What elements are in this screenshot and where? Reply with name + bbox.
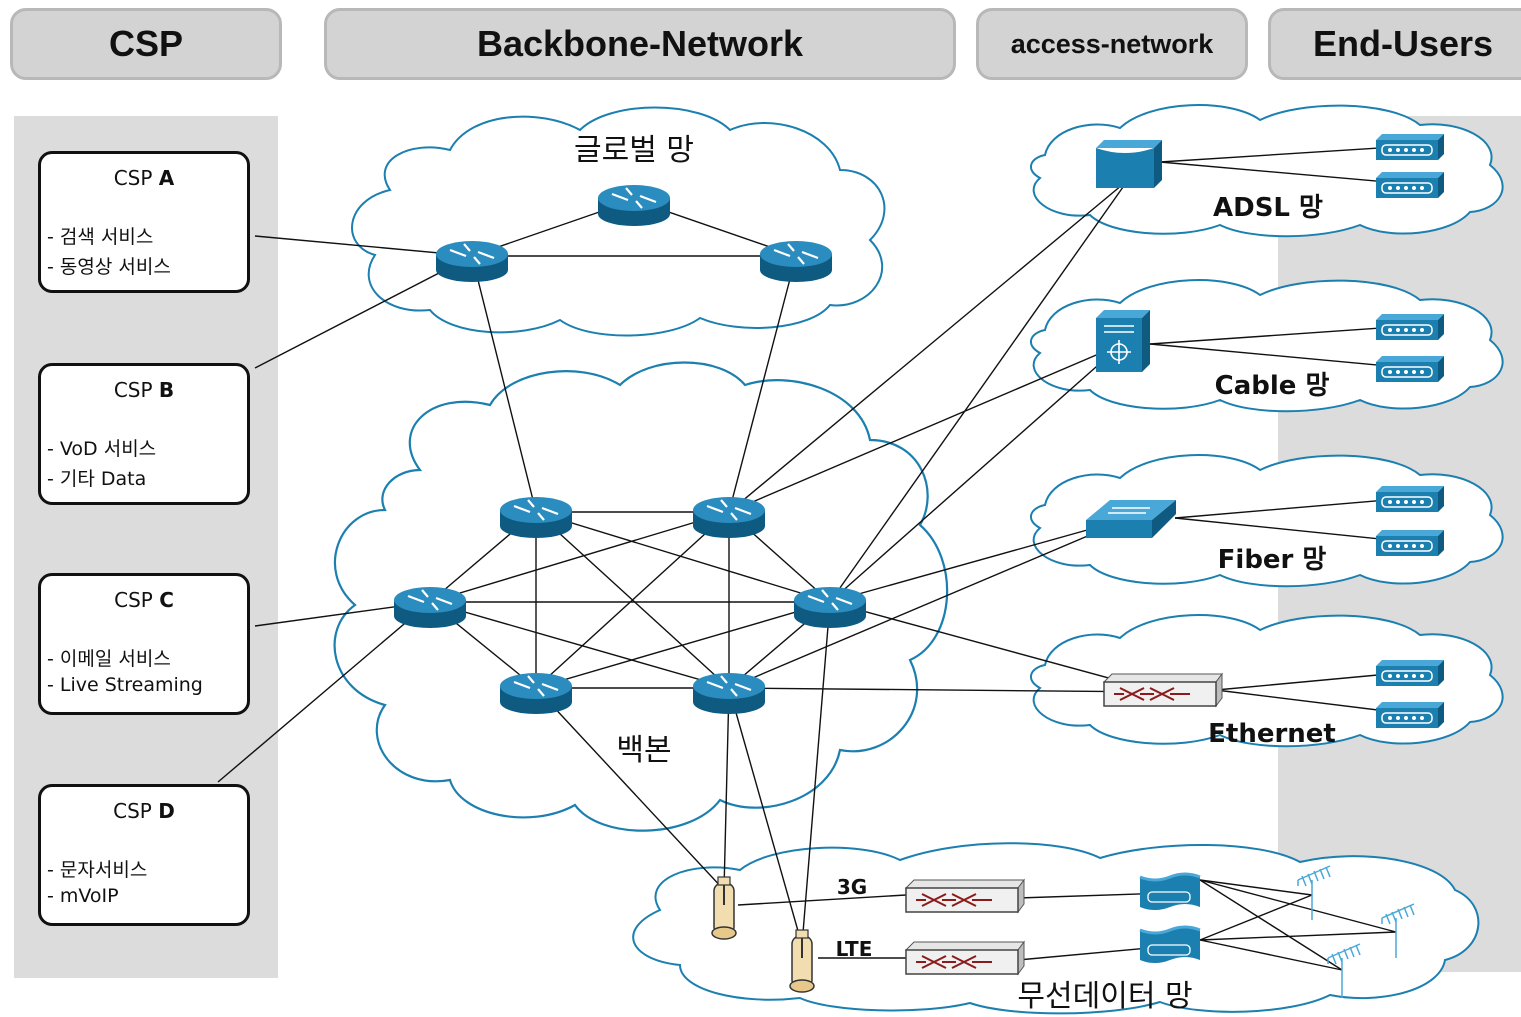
csp-c-letter: C xyxy=(159,588,174,612)
ethernet-modem-2-icon xyxy=(1375,701,1445,729)
csp-d-letter: D xyxy=(158,799,175,823)
csp-c-box: CSP C - 이메일 서비스 - Live Streaming xyxy=(38,573,250,715)
csp-a-service-1: - 검색 서비스 xyxy=(47,226,154,248)
csp-c-title: CSP C xyxy=(41,588,247,612)
csp-b-service-2: - 기타 Data xyxy=(47,468,147,490)
cable-modem-2-icon xyxy=(1375,355,1445,383)
csp-d-box: CSP D - 문자서비스 - mVoIP xyxy=(38,784,250,926)
csp-b-box: CSP B - VoD 서비스 - 기타 Data xyxy=(38,363,250,505)
ethernet-modem-1-icon xyxy=(1375,659,1445,687)
wireless-cloud xyxy=(632,842,1480,1015)
cable-switch-icon xyxy=(1096,310,1150,372)
header-csp: CSP xyxy=(10,8,282,80)
lte-tower-icon xyxy=(789,929,815,993)
csp-a-service-2: - 동영상 서비스 xyxy=(47,256,171,278)
backbone-router-4-icon xyxy=(792,585,868,630)
csp-a-title: CSP A xyxy=(41,166,247,190)
lte-gateway-icon xyxy=(905,941,1025,975)
ethernet-label: Ethernet xyxy=(1208,719,1336,749)
csp-c-prefix: CSP xyxy=(114,588,153,612)
backbone-router-3-icon xyxy=(392,585,468,630)
adsl-modem-1-icon xyxy=(1375,133,1445,161)
csp-a-box: CSP A - 검색 서비스 - 동영상 서비스 xyxy=(38,151,250,293)
adsl-modem-2-icon xyxy=(1375,171,1445,199)
csp-d-service-2: - mVoIP xyxy=(47,885,119,907)
backbone-router-5-icon xyxy=(498,671,574,716)
backbone-cloud xyxy=(333,361,949,832)
cable-label: Cable 망 xyxy=(1215,371,1330,401)
csp-b-title: CSP B xyxy=(41,378,247,402)
ethernet-switch-icon xyxy=(1103,673,1223,707)
csp-c-service-1: - 이메일 서비스 xyxy=(47,648,171,670)
csp-d-service-1: - 문자서비스 xyxy=(47,859,148,881)
global-cloud-label: 글로벌 망 xyxy=(574,133,694,168)
fiber-switch-icon xyxy=(1086,500,1176,538)
global-router-top-icon xyxy=(596,183,672,228)
fiber-modem-2-icon xyxy=(1375,529,1445,557)
header-end-users: End-Users xyxy=(1268,8,1521,80)
csp-b-letter: B xyxy=(158,378,175,402)
header-access-network: access-network xyxy=(976,8,1248,80)
wireless-cloud-label: 무선데이터 망 xyxy=(1017,979,1192,1014)
3g-tower-icon xyxy=(711,876,737,940)
adsl-label: ADSL 망 xyxy=(1213,193,1323,223)
connection-lines xyxy=(217,145,1411,971)
csp-d-prefix: CSP xyxy=(113,799,152,823)
fiber-modem-1-icon xyxy=(1375,485,1445,513)
backbone-router-6-icon xyxy=(691,671,767,716)
3g-label: 3G xyxy=(837,875,867,899)
fiber-label: Fiber 망 xyxy=(1218,545,1327,575)
global-router-left-icon xyxy=(434,239,510,284)
csp-a-letter: A xyxy=(158,166,175,190)
dslam-icon xyxy=(1096,140,1162,188)
csp-c-service-2: - Live Streaming xyxy=(47,674,203,696)
csp-d-title: CSP D xyxy=(41,799,247,823)
3g-gateway-icon xyxy=(905,879,1025,913)
csp-b-prefix: CSP xyxy=(113,378,153,402)
header-backbone-network: Backbone-Network xyxy=(324,8,956,80)
backbone-router-2-icon xyxy=(691,495,767,540)
global-router-right-icon xyxy=(758,239,834,284)
backbone-cloud-label: 백본 xyxy=(616,733,671,768)
backbone-router-1-icon xyxy=(498,495,574,540)
csp-a-prefix: CSP xyxy=(113,166,153,190)
cable-modem-1-icon xyxy=(1375,313,1445,341)
lte-label: LTE xyxy=(836,937,873,961)
csp-b-service-1: - VoD 서비스 xyxy=(47,438,157,460)
